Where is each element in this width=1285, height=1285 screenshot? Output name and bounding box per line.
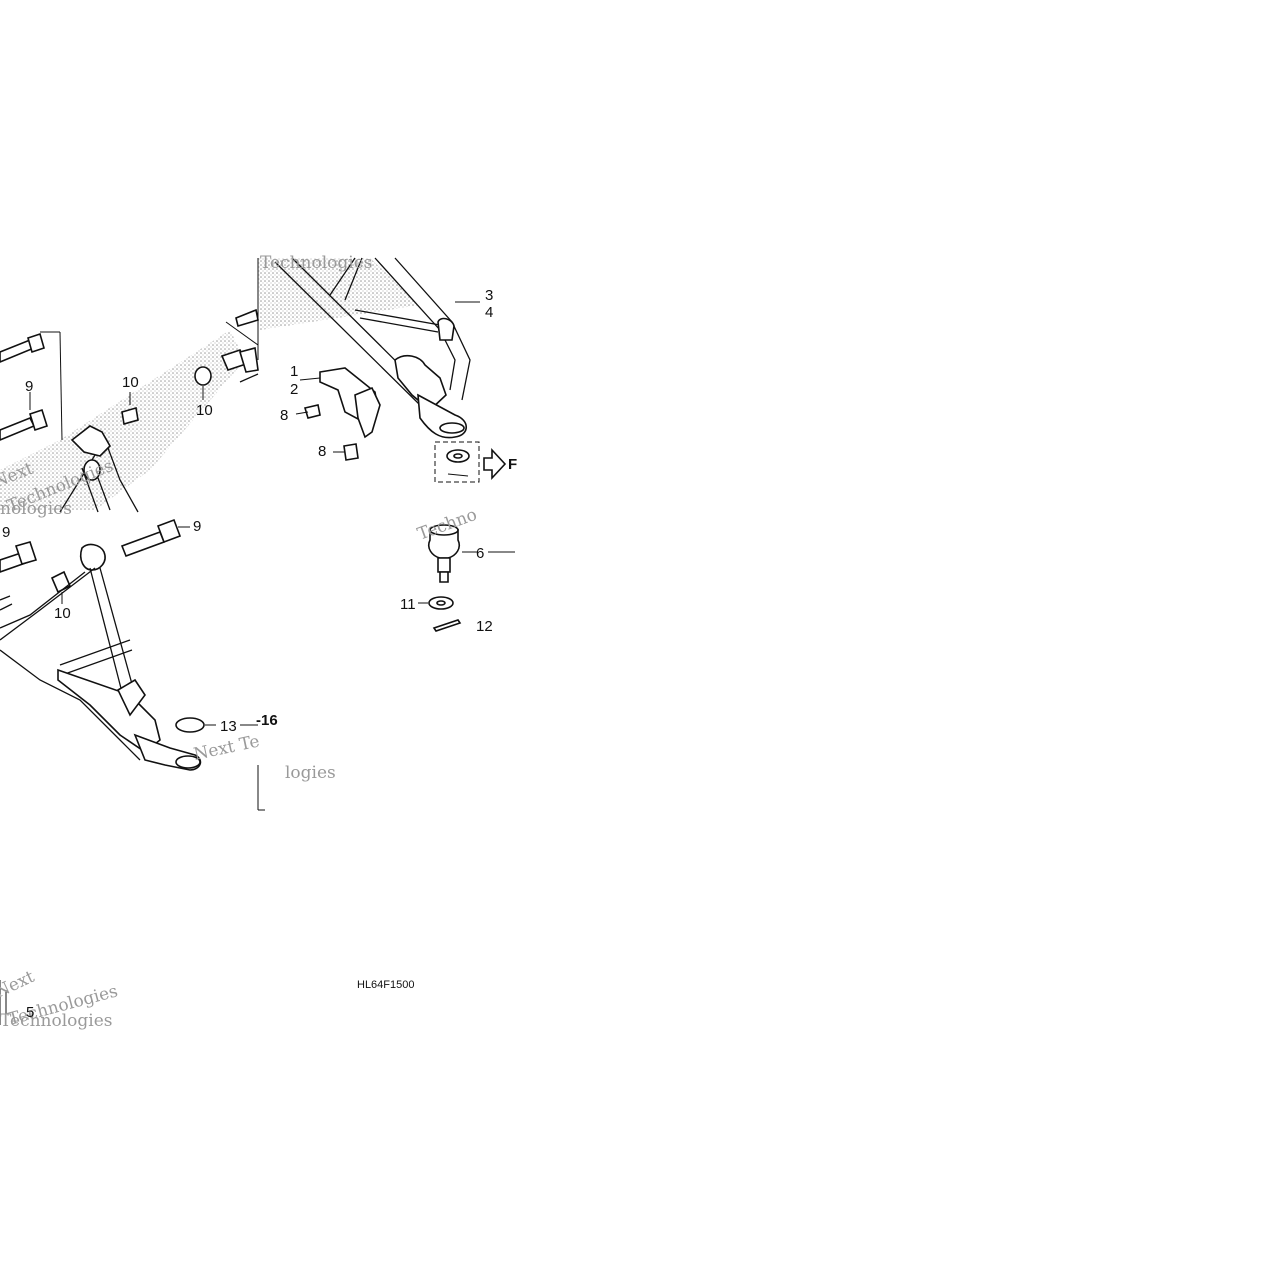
forward-indicator-box: F (434, 441, 517, 483)
callout-8-upper: 8 (280, 407, 288, 424)
callout-2: 2 (290, 381, 298, 398)
upper-left-arm (59, 425, 139, 513)
callout-11: 11 (400, 596, 416, 613)
upper-arm-assembly (274, 257, 480, 439)
o-ring-parts (175, 717, 258, 733)
svg-text:nologies: nologies (0, 499, 72, 519)
callout-1: 1 (290, 363, 298, 380)
lower-arm-assembly (0, 518, 202, 771)
callout-12: 12 (476, 618, 493, 635)
callout-9-lower-right: 9 (193, 518, 201, 535)
svg-text:Next: Next (0, 967, 38, 1003)
callout-10-lower: 10 (54, 605, 71, 622)
ball-joint-parts (418, 524, 515, 632)
svg-text:Technologies: Technologies (260, 253, 373, 273)
panel-edges (0, 258, 265, 1025)
callout-10-upper-right: 10 (196, 402, 213, 419)
callout-9-upper-left: 9 (25, 378, 33, 395)
callout-3: 3 (485, 287, 493, 304)
callout-labels: 1 2 3 4 5 6 8 8 9 9 9 10 10 10 11 12 13 … (2, 287, 493, 1021)
upper-fasteners (0, 308, 259, 441)
callout-4: 4 (485, 304, 493, 321)
drawing-code: HL64F1500 (357, 979, 415, 991)
svg-text:Next Te: Next Te (192, 731, 262, 764)
svg-text:Technologies: Technologies (0, 1011, 113, 1031)
callout-6: 6 (476, 545, 484, 562)
callout-5: 5 (26, 1004, 34, 1021)
callout-9-lower-left: 9 (2, 524, 10, 541)
section-reference-label: -16 (256, 712, 278, 729)
callout-8-lower: 8 (318, 443, 326, 460)
dotted-watermark-texture (0, 258, 420, 510)
forward-arrow-icon (483, 447, 507, 481)
callout-10-upper-left: 10 (122, 374, 139, 391)
bracket-assembly (295, 367, 381, 461)
forward-label: F (508, 456, 517, 473)
svg-text:logies: logies (285, 763, 336, 783)
callout-13: 13 (220, 718, 237, 735)
